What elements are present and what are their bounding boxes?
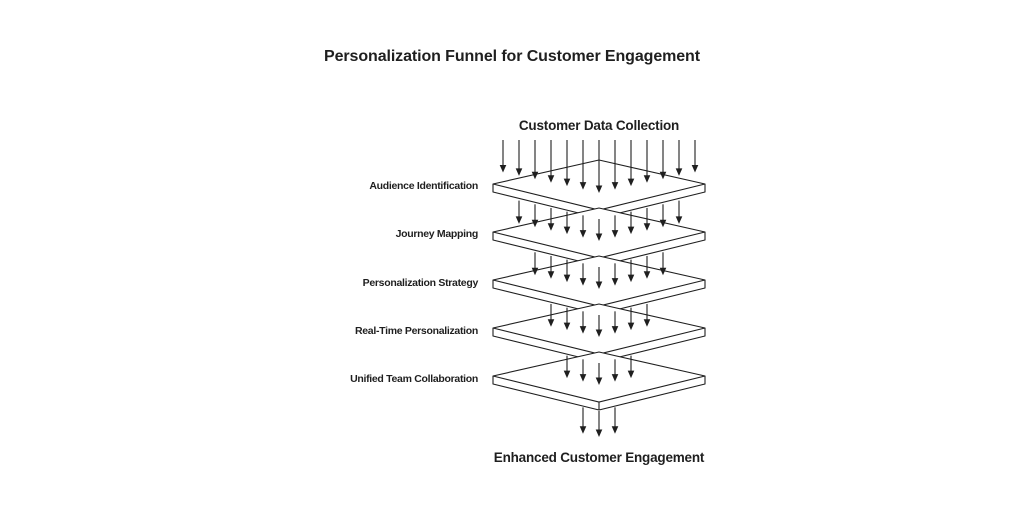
flow-arrowhead (547, 175, 555, 183)
flow-arrowhead (579, 374, 587, 382)
flow-arrowhead (579, 326, 587, 334)
flow-arrowhead (563, 226, 571, 235)
flow-arrowhead (563, 274, 571, 283)
flow-arrowhead (611, 182, 619, 190)
flow-arrowhead (659, 267, 667, 276)
flow-arrowhead (643, 319, 651, 327)
flow-arrowhead (659, 219, 667, 228)
flow-arrowhead (579, 426, 587, 434)
flow-arrowhead (643, 271, 651, 279)
flow-arrowhead (499, 164, 507, 173)
flow-arrowhead (579, 278, 587, 286)
flow-arrowhead (611, 326, 619, 334)
flow-arrowhead (627, 226, 635, 235)
flow-arrowhead (563, 370, 571, 379)
layer-label-personalization-strategy: Personalization Strategy (362, 277, 479, 289)
flow-arrowhead (579, 230, 587, 238)
flow-arrowhead (627, 178, 635, 187)
flow-arrowhead (531, 171, 539, 180)
flow-arrowhead (675, 168, 683, 176)
funnel-layer-plate-edge (492, 375, 706, 410)
flow-arrowhead (531, 219, 539, 228)
layer-label-journey-mapping: Journey Mapping (395, 228, 479, 240)
chart-title: Personalization Funnel for Customer Enga… (324, 48, 700, 65)
layer-label-real-time-personalization: Real-Time Personalization (354, 325, 478, 337)
flow-arrowhead (627, 274, 635, 283)
flow-arrowhead (659, 171, 667, 180)
flow-arrowhead (643, 223, 651, 231)
flow-arrowhead (595, 281, 603, 289)
flow-arrowhead (611, 426, 619, 434)
flow-arrowhead (611, 278, 619, 286)
flow-arrowhead (563, 322, 571, 331)
flow-arrowhead (627, 322, 635, 331)
flow-arrowhead (579, 182, 587, 190)
layer-label-unified-team-collaboration: Unified Team Collaboration (350, 373, 478, 385)
flow-arrowhead (691, 164, 699, 173)
flow-arrowhead (531, 267, 539, 276)
flow-arrowhead (595, 329, 603, 337)
flow-arrowhead (563, 178, 571, 187)
flow-arrowhead (547, 223, 555, 231)
flow-arrowhead (595, 185, 603, 193)
flow-arrowhead (627, 370, 635, 379)
flow-arrowhead (611, 374, 619, 382)
flow-arrowhead (595, 233, 603, 241)
flow-arrowhead (611, 230, 619, 238)
funnel-input-label: Customer Data Collection (518, 118, 680, 133)
funnel-output-label: Enhanced Customer Engagement (493, 450, 705, 465)
flow-arrowhead (675, 216, 683, 224)
flow-arrowhead (595, 429, 603, 437)
flow-arrowhead (515, 216, 523, 224)
flow-arrowhead (643, 175, 651, 183)
flow-arrowhead (595, 377, 603, 385)
flow-arrowhead (547, 319, 555, 327)
flow-arrowhead (515, 168, 523, 176)
layer-label-audience-identification: Audience Identification (369, 180, 478, 192)
flow-arrowhead (547, 271, 555, 279)
